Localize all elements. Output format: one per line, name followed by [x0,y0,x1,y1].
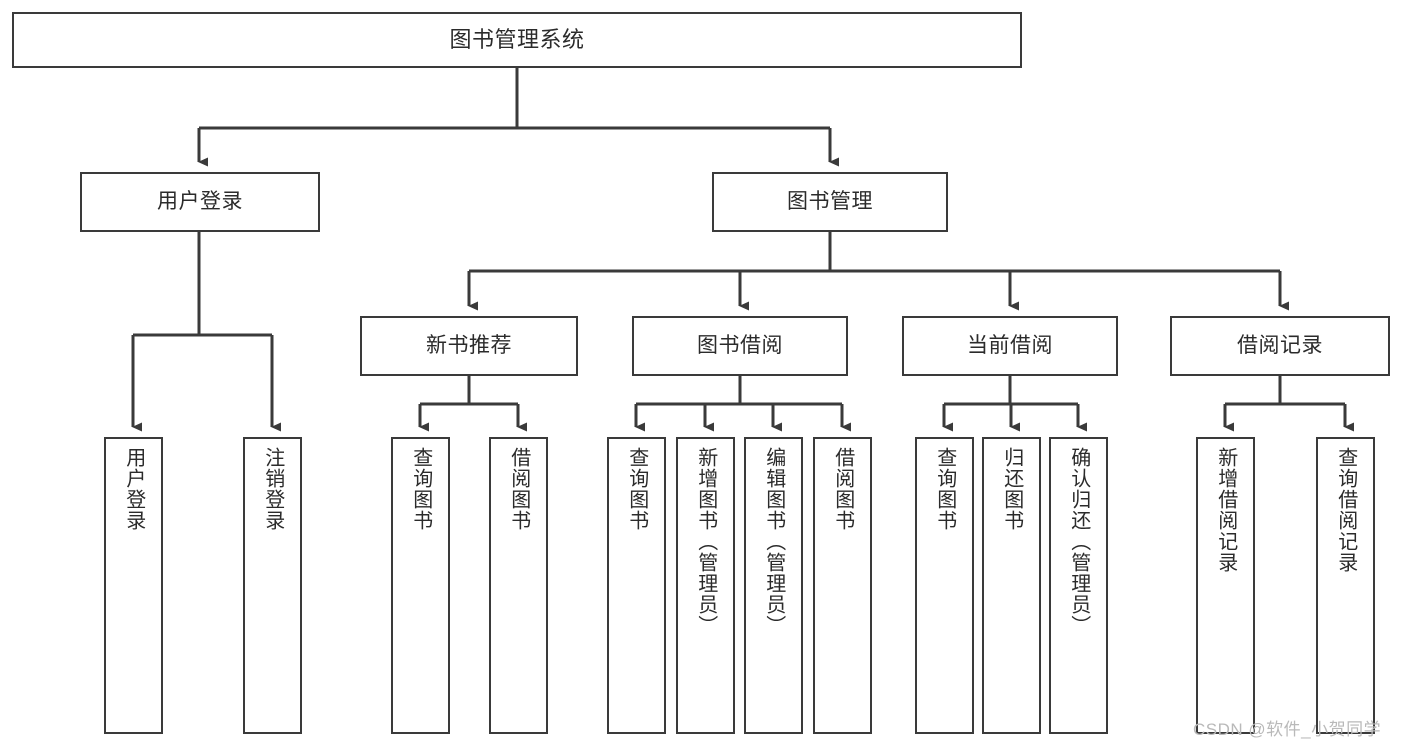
csdn-watermark: CSDN @软件_小贺同学 [1193,720,1382,739]
node-user-login[interactable]: 用户登录 [80,172,320,232]
node-book-borrow[interactable]: 图书借阅 [632,316,848,376]
node-label: 当前借阅 [967,333,1053,357]
node-label: 新书推荐 [426,333,512,357]
node-label: 用户登录 [157,189,243,213]
leaf-user-login-signin[interactable]: 用户登录 [104,437,163,734]
node-label: 归还图书 [1000,447,1023,531]
node-current-borrow[interactable]: 当前借阅 [902,316,1118,376]
node-label: 借阅图书 [507,447,530,531]
node-label: 确认归还（管理员） [1067,447,1090,636]
leaf-borrow-add-book-admin[interactable]: 新增图书（管理员） [676,437,735,734]
node-label: 编辑图书（管理员） [762,447,785,636]
node-label: 图书管理 [787,189,873,213]
leaf-current-return-book[interactable]: 归还图书 [982,437,1041,734]
leaf-recommend-query-book[interactable]: 查询图书 [391,437,450,734]
node-label: 查询图书 [625,447,648,531]
node-label: 新增借阅记录 [1214,447,1237,573]
node-borrow-record[interactable]: 借阅记录 [1170,316,1390,376]
node-book-management[interactable]: 图书管理 [712,172,948,232]
leaf-user-login-signout[interactable]: 注销登录 [243,437,302,734]
node-label: 查询图书 [409,447,432,531]
node-label: 查询借阅记录 [1334,447,1357,573]
node-label: 新增图书（管理员） [694,447,717,636]
node-label: 用户登录 [122,447,145,531]
leaf-borrow-query-book[interactable]: 查询图书 [607,437,666,734]
leaf-record-query-record[interactable]: 查询借阅记录 [1316,437,1375,734]
node-label: 图书管理系统 [449,27,585,53]
node-label: 注销登录 [261,447,284,531]
leaf-current-confirm-return-admin[interactable]: 确认归还（管理员） [1049,437,1108,734]
leaf-borrow-edit-book-admin[interactable]: 编辑图书（管理员） [744,437,803,734]
node-root-system[interactable]: 图书管理系统 [12,12,1022,68]
node-label: 借阅记录 [1237,333,1323,357]
leaf-recommend-borrow-book[interactable]: 借阅图书 [489,437,548,734]
leaf-record-add-record[interactable]: 新增借阅记录 [1196,437,1255,734]
leaf-current-query-book[interactable]: 查询图书 [915,437,974,734]
node-label: 图书借阅 [697,333,783,357]
leaf-borrow-borrow-book[interactable]: 借阅图书 [813,437,872,734]
node-label: 借阅图书 [831,447,854,531]
node-label: 查询图书 [933,447,956,531]
node-new-book-recommend[interactable]: 新书推荐 [360,316,578,376]
